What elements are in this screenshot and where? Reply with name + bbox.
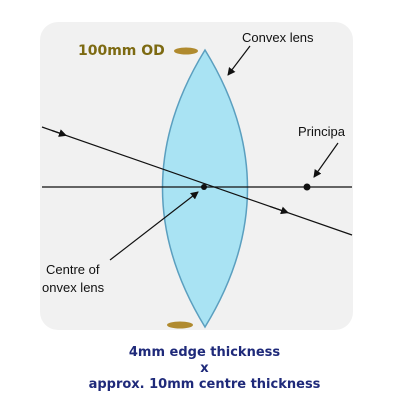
od-label: 100mm OD	[78, 43, 165, 59]
ray-arrow-out	[269, 205, 289, 215]
centre-label-line1: Centre of	[46, 262, 100, 277]
light-ray	[41, 126, 353, 236]
principal-focus-point	[303, 183, 311, 191]
ray-arrow-in	[51, 129, 67, 137]
centre-pointer	[109, 191, 199, 261]
caption-line-3: approx. 10mm centre thickness	[88, 377, 321, 392]
caption-line-1: 4mm edge thickness	[128, 345, 281, 360]
centre-label-line2: onvex lens	[42, 280, 105, 295]
convex-lens-label: Convex lens	[242, 30, 314, 45]
convex-lens-pointer	[227, 45, 251, 76]
principal-pointer	[313, 142, 339, 178]
caption-line-2: x	[200, 361, 209, 376]
optical-centre-point	[201, 184, 207, 190]
principal-label: Principa	[298, 124, 346, 139]
od-marker-bottom	[167, 321, 193, 329]
od-marker-top	[174, 47, 198, 55]
